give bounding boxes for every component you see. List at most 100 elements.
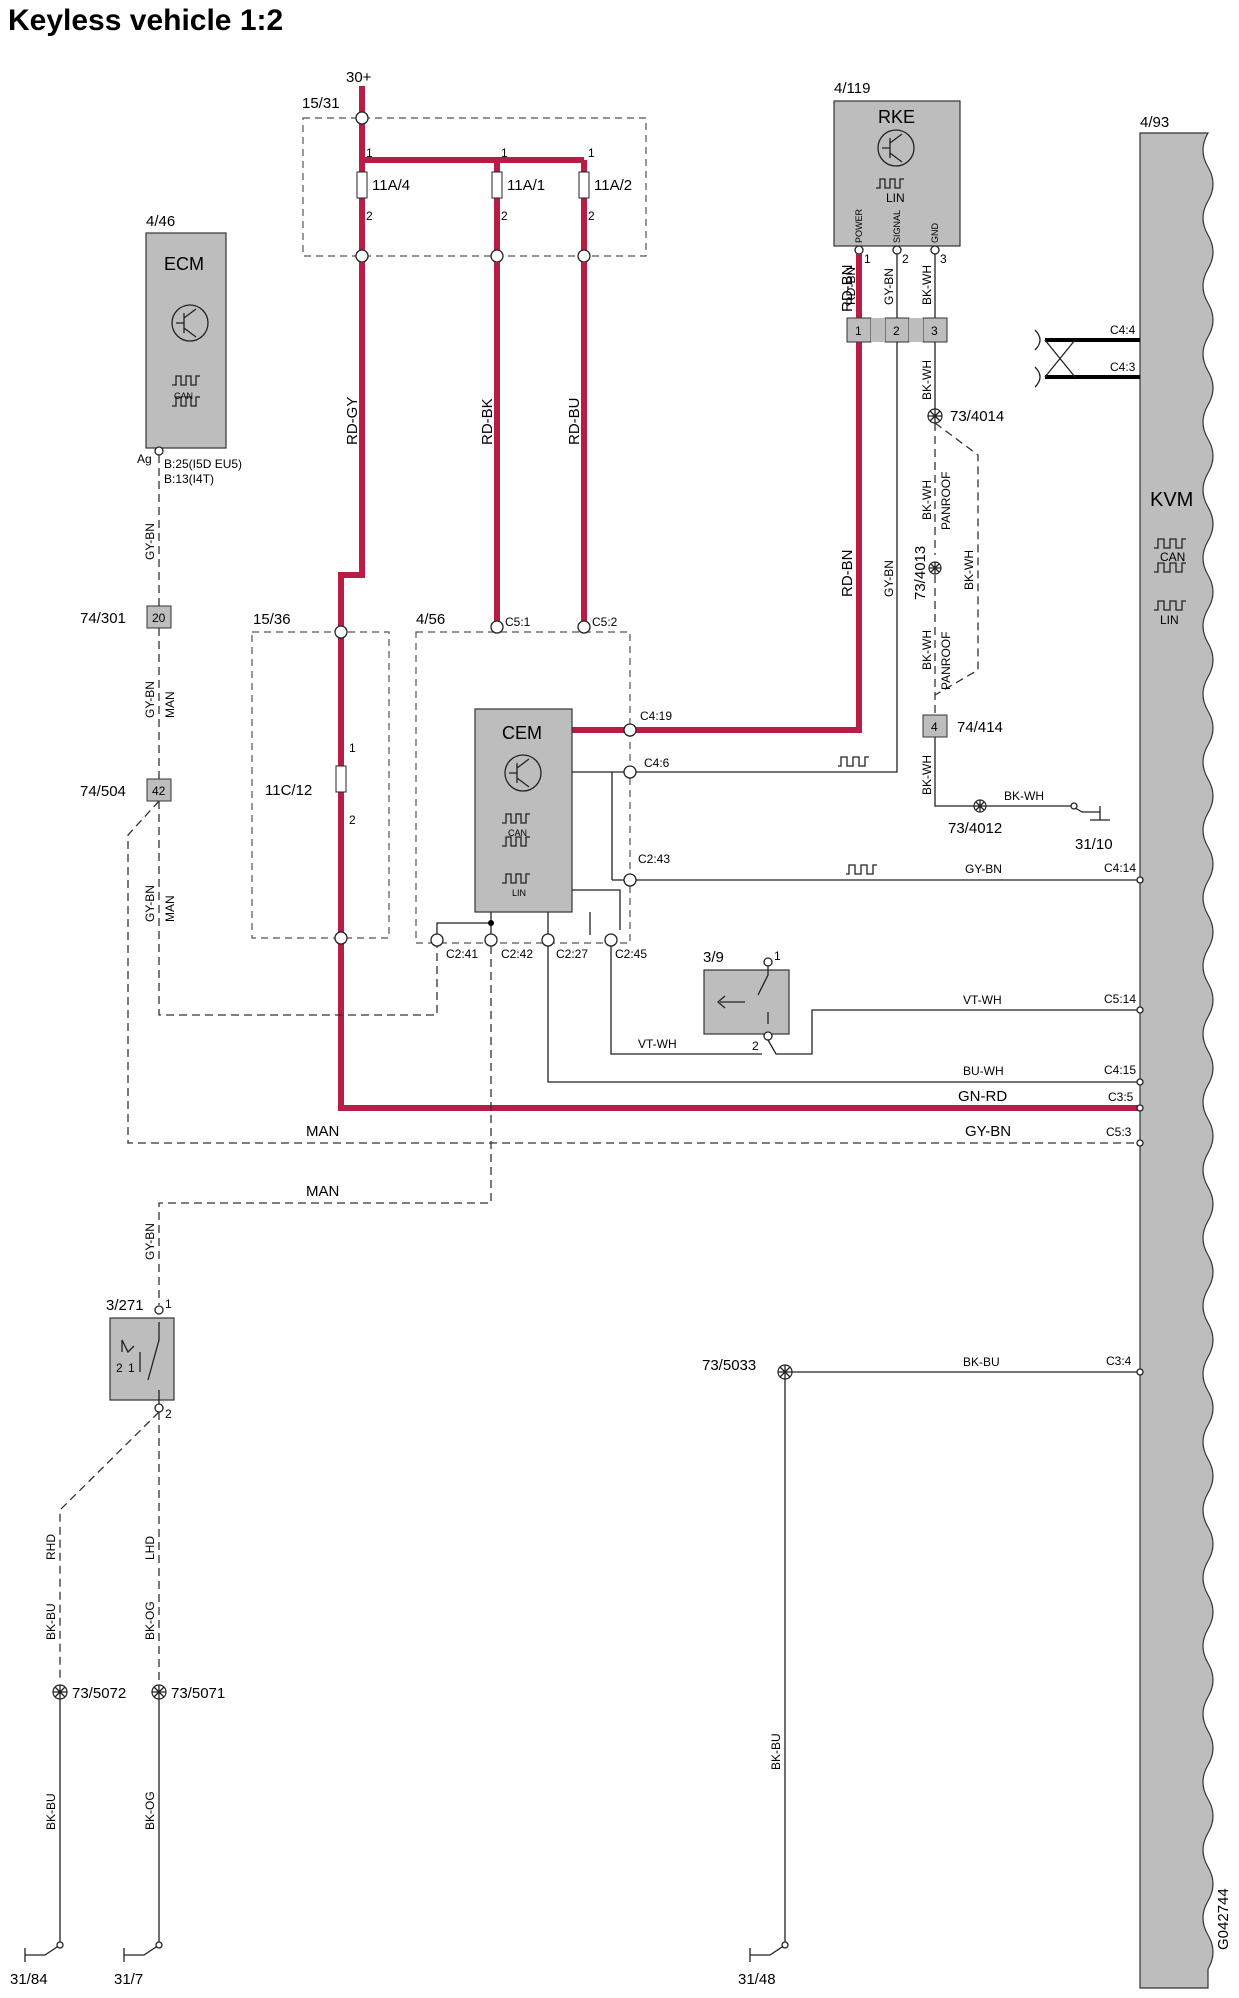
splice-73-4013-label: 73/4013 (912, 546, 929, 600)
wire-gy-bn: GY-BN (143, 681, 157, 718)
lin-bus-icon (502, 873, 530, 884)
wire-bk-wh: BK-WH (920, 360, 934, 400)
wire-bk-bu: BK-BU (769, 1733, 783, 1770)
ground-node (56, 1941, 64, 1949)
wire-gy-bn: GY-BN (965, 1123, 1011, 1140)
ecm-id: 4/46 (146, 213, 175, 230)
pin-c2-45: C2:45 (615, 947, 647, 961)
splice-73-5072 (52, 1684, 68, 1700)
splice-73-4012-label: 73/4012 (948, 820, 1002, 837)
cem-pin-node (577, 620, 591, 634)
kvm-module: 4/93 KVM CAN LIN G042744 (1139, 114, 1232, 1989)
pin-label: 2 (366, 209, 373, 223)
rke-pin-gnd: GND (930, 223, 940, 244)
wire-gn-rd: GN-RD (958, 1088, 1007, 1105)
fusebox-node (334, 625, 348, 639)
wire-bk-og: BK-OG (143, 1791, 157, 1830)
wire-bk-bu: BK-BU (44, 1793, 58, 1830)
rke-plug-pin: 3 (931, 324, 938, 338)
pin-c5-1: C5:1 (505, 615, 531, 629)
rke-pin-signal: SIGNAL (892, 210, 902, 243)
cem-kvm-lin-line: GY-BN C4:14 (636, 861, 1144, 884)
option-panroof: PANROOF (939, 632, 953, 690)
can-bus-icon (502, 813, 530, 847)
lin-bus-icon (876, 178, 904, 189)
switch-pin-node (154, 1305, 164, 1315)
cem-lin-label: LIN (512, 888, 526, 898)
wire-bk-wh: BK-WH (920, 630, 934, 670)
ecm-pin: Ag (137, 452, 152, 466)
pin-c2-27: C2:27 (556, 947, 588, 961)
kvm-id: 4/93 (1140, 114, 1169, 131)
switch-3-9: 3/9 1 2 VT-WH VT-WH C5:14 (610, 946, 1144, 1055)
fuse-11a4-label: 11A/4 (372, 177, 410, 194)
switch-pin-node (763, 1031, 773, 1041)
kvm-can-label: CAN (1160, 550, 1185, 564)
switch-3-271: 3/271 1 2 2 1 (106, 1297, 175, 1421)
rke-pin-node (930, 245, 940, 255)
fusebox-15-36-id: 15/36 (253, 611, 291, 628)
pin-c2-43: C2:43 (638, 852, 670, 866)
ground-73-5033: 73/5033 BK-BU C3:4 BK-BU 31/48 (702, 1354, 1144, 1988)
splice-73-5072-label: 73/5072 (72, 1685, 126, 1702)
ground-31-7: 31/7 (114, 1971, 143, 1988)
wire-rd-bu: RD-BU (566, 398, 583, 446)
pin-label: 2 (588, 209, 595, 223)
splice-73-5033-label: 73/5033 (702, 1357, 756, 1374)
option-man: MAN (163, 691, 177, 718)
pin-label: 2 (349, 813, 356, 827)
pin-label: 2 (752, 1039, 759, 1053)
cem-pin-node (623, 873, 637, 887)
pin-label: 1 (165, 1297, 172, 1311)
diagram-title: Keyless vehicle 1:2 (8, 4, 284, 37)
splice-73-4013 (928, 561, 942, 575)
wire-rd-bn: RD-BN (844, 267, 858, 305)
fuse-11c12 (335, 765, 347, 793)
ecm-note-1: B:25(I5D EU5) (164, 457, 242, 471)
lin-bus-icon (1154, 600, 1186, 611)
splice-73-5071-label: 73/5071 (171, 1685, 225, 1702)
fusebox-node (334, 931, 348, 945)
switch-3-271-id: 3/271 (106, 1297, 144, 1314)
pin-label: 1 (349, 741, 356, 755)
rke-pin-power: POWER (854, 208, 864, 243)
rke-plug: 1 2 3 (846, 317, 948, 343)
pin-c5-14: C5:14 (1104, 992, 1136, 1006)
wire-bk-wh: BK-WH (1004, 789, 1044, 803)
can-twisted-pair: C4:4 C4:3 (1034, 323, 1140, 388)
wire-gy-bn: GY-BN (965, 862, 1002, 876)
fuse-11c12-label: 11C/12 (265, 782, 312, 799)
pin-label: 2 (902, 252, 909, 266)
kvm-pin-node (1136, 1139, 1144, 1147)
fusebox-15-31-id: 15/31 (302, 95, 340, 112)
lin-bus-icon (838, 756, 869, 767)
wire-rd-gy: RD-GY (344, 397, 361, 445)
fusebox-node (355, 249, 369, 263)
figure-id: G042744 (1215, 1888, 1232, 1950)
option-man: MAN (306, 1183, 339, 1200)
wire-gy-bn: GY-BN (882, 268, 896, 305)
lin-bus-icon (846, 864, 877, 875)
wire-bk-wh: BK-WH (920, 265, 934, 305)
wire-vt-wh: VT-WH (638, 1037, 677, 1051)
connector-74-301-pin: 20 (152, 611, 166, 625)
ground-node (1070, 802, 1078, 810)
connector-74-301-id: 74/301 (80, 610, 126, 627)
pin-label: 1 (501, 146, 508, 160)
splice-73-4014 (927, 408, 943, 424)
pin-c4-19: C4:19 (640, 709, 672, 723)
cem-pin-node (541, 933, 555, 947)
fusebox-node (577, 249, 591, 263)
splice-73-4014-label: 73/4014 (950, 408, 1004, 425)
splice-73-5071 (151, 1684, 167, 1700)
cem-pin-node (430, 933, 444, 947)
wire-bk-bu: BK-BU (44, 1603, 58, 1640)
option-man: MAN (163, 895, 177, 922)
pin-c4-4: C4:4 (1110, 323, 1136, 337)
pin-label: 1 (128, 1361, 135, 1375)
ground-node (781, 1941, 789, 1949)
pin-label: 2 (501, 209, 508, 223)
rke-plug-pin: 1 (855, 324, 862, 338)
rke-plug-pin: 2 (893, 324, 900, 338)
wire-gy-bn: GY-BN (882, 560, 896, 597)
